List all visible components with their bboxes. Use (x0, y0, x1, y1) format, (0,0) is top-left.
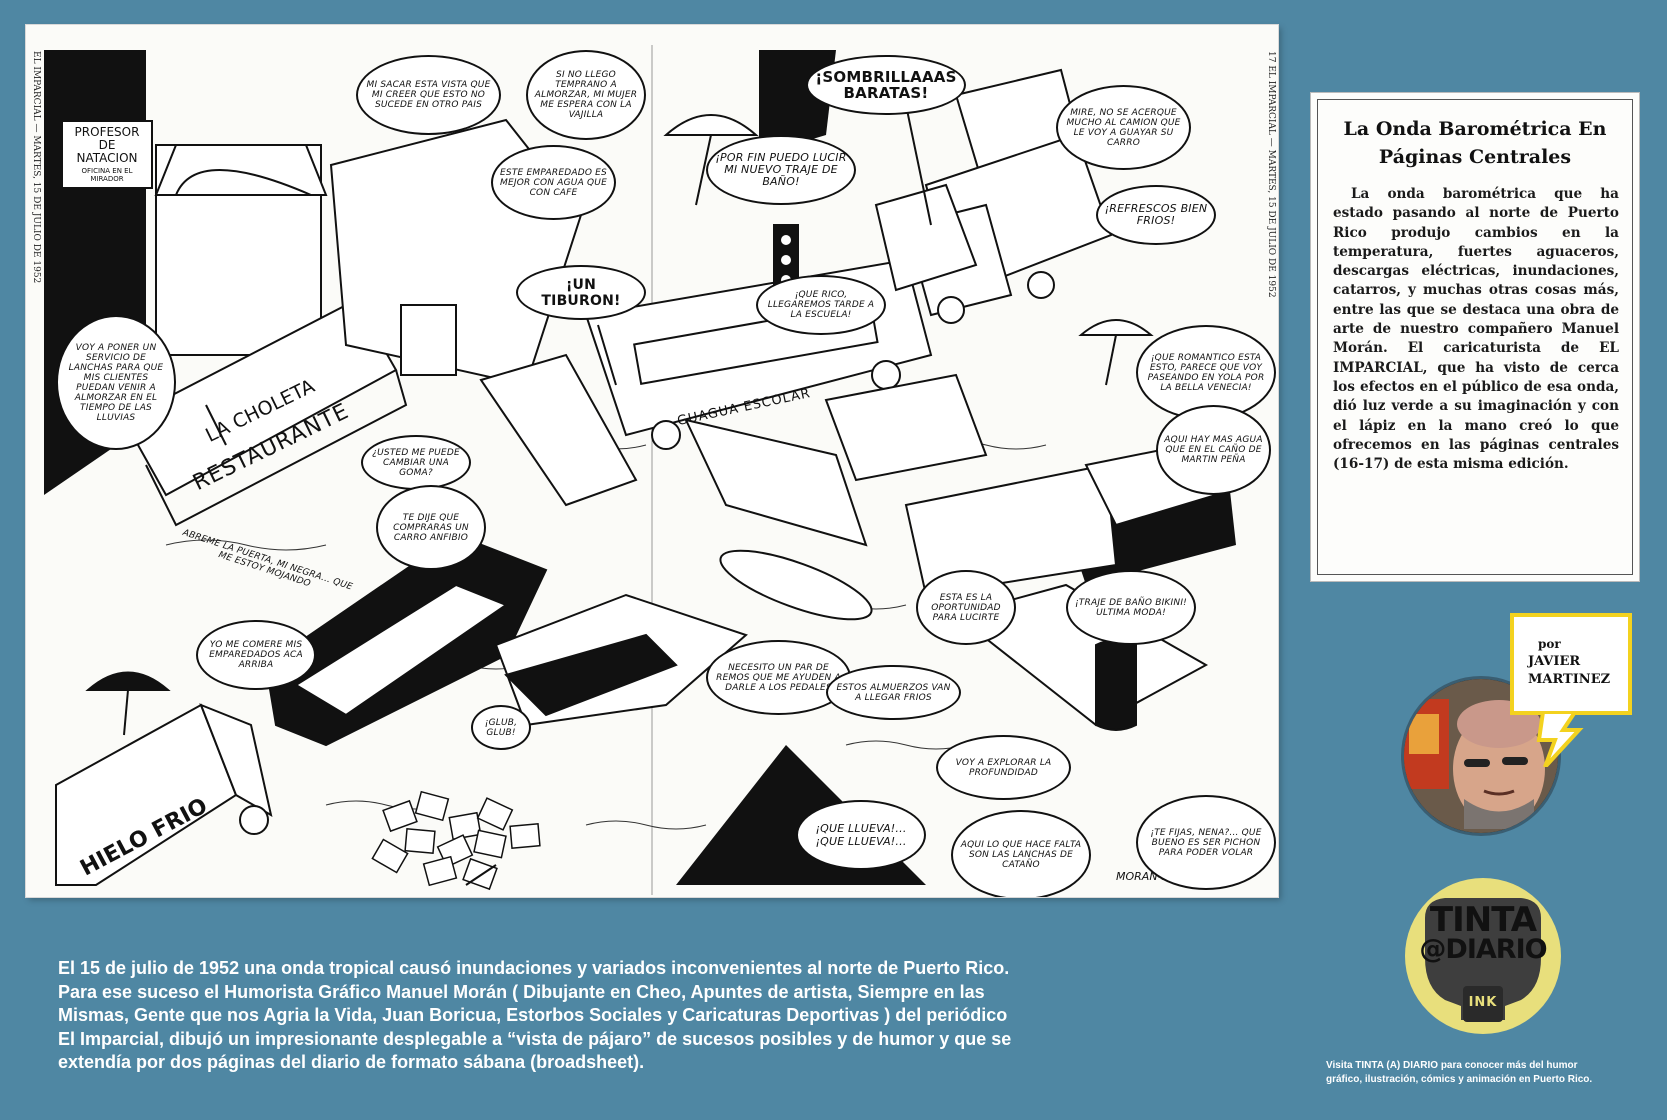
speech-bubble: MIRE, NO SE ACERQUE MUCHO AL CAMION QUE … (1056, 85, 1191, 170)
author-first-name: JAVIER (1528, 654, 1581, 669)
logo-line-2: @DIARIO (1419, 934, 1547, 965)
caption-line: extendía por dos páginas del diario de f… (58, 1052, 645, 1072)
speech-bubble: AQUI HAY MAS AGUA QUE EN EL CAÑO DE MART… (1156, 405, 1271, 495)
clipping-body: La onda barométrica que ha estado pasand… (1333, 186, 1619, 473)
speech-bubble: ¡POR FIN PUEDO LUCIR MI NUEVO TRAJE DE B… (706, 135, 856, 205)
speech-bubble: VOY A EXPLORAR LA PROFUNDIDAD (936, 735, 1071, 800)
speech-bubble: ESTOS ALMUERZOS VAN A LLEGAR FRIOS (826, 665, 961, 720)
ink-bottle-icon (1425, 898, 1541, 1022)
speech-bubble: NECESITO UN PAR DE REMOS QUE ME AYUDEN A… (706, 640, 851, 715)
tinta-diario-logo[interactable]: TINTA @DIARIO INK (1405, 878, 1561, 1034)
left-margin-header: EL IMPARCIAL — MARTES, 15 DE JULIO DE 19… (31, 51, 41, 284)
author-label: por JAVIER MARTINEZ (1510, 613, 1632, 715)
profesor-sign-subtitle: OFICINA EN EL MIRADOR (81, 167, 133, 183)
author-por: por (1538, 637, 1561, 651)
visit-line: gráfico, ilustración, cómics y animación… (1326, 1073, 1593, 1085)
right-margin-header: 17 EL IMPARCIAL — MARTES, 15 DE JULIO DE… (1266, 51, 1276, 298)
clipping-border (1317, 99, 1633, 575)
caption-line: El Imparcial, dibujó un impresionante de… (58, 1028, 1012, 1049)
caption-line: El 15 de julio de 1952 una onda tropical… (58, 958, 1010, 978)
author-portrait (1404, 679, 1558, 833)
author-last-name: MARTINEZ (1528, 672, 1611, 687)
speech-bubble: SI NO LLEGO TEMPRANO A ALMORZAR, MI MUJE… (526, 50, 646, 140)
speech-bubble: ¡QUE RICO, LLEGAREMOS TARDE A LA ESCUELA… (756, 275, 886, 335)
speech-bubble: ¡REFRESCOS BIEN FRIOS! (1096, 185, 1216, 245)
speech-bubble: ¡SOMBRILLAAAS BARATAS! (806, 55, 966, 115)
speech-bubble: ¿USTED ME PUEDE CAMBIAR UNA GOMA? (361, 435, 471, 490)
speech-bubble: ESTA ES LA OPORTUNIDAD PARA LUCIRTE (916, 570, 1016, 645)
speech-bubble: ¡QUE LLUEVA!... ¡QUE LLUEVA!... (796, 800, 926, 870)
lightning-tail-icon (1536, 712, 1584, 767)
caption-line: Mismas, Gente que nos Agria la Vida, Jua… (58, 1005, 1008, 1025)
speech-bubble: ¡QUE ROMANTICO ESTA ESTO, PARECE QUE VOY… (1136, 325, 1276, 420)
caption-line: Para ese suceso el Humorista Gráfico Man… (58, 981, 985, 1002)
profesor-sign-title: PROFESOR DE NATACION (74, 125, 140, 165)
speech-bubble: ¡GLUB, GLUB! (471, 705, 531, 750)
speech-bubble: ¡TE FIJAS, NENA?... QUE BUENO ES SER PIC… (1136, 795, 1276, 890)
cartoon-spread: EL IMPARCIAL — MARTES, 15 DE JULIO DE 19… (26, 25, 1278, 897)
speech-bubble: ¡UN TIBURON! (516, 265, 646, 320)
visit-line: Visita TINTA (A) DIARIO para conocer más… (1326, 1060, 1578, 1071)
speech-bubble: TE DIJE QUE COMPRARAS UN CARRO ANFIBIO (376, 485, 486, 570)
visit-note: Visita TINTA (A) DIARIO para conocer más… (1326, 1059, 1666, 1086)
speech-bubble: ¡TRAJE DE BAÑO BIKINI! ULTIMA MODA! (1066, 570, 1196, 645)
profesor-sign: PROFESOR DE NATACION OFICINA EN EL MIRAD… (61, 120, 153, 189)
speech-bubble: ESTE EMPAREDADO ES MEJOR CON AGUA QUE CO… (491, 145, 616, 220)
caption: El 15 de julio de 1952 una onda tropical… (58, 957, 1248, 1075)
speech-bubble: VOY A PONER UN SERVICIO DE LANCHAS PARA … (56, 315, 176, 450)
clipping-title: La Onda Barométrica En Páginas Centrales (1343, 118, 1607, 168)
speech-bubble: AQUI LO QUE HACE FALTA SON LAS LANCHAS D… (951, 810, 1091, 897)
logo-ink-label: INK (1468, 995, 1498, 1010)
speech-bubble: YO ME COMERE MIS EMPAREDADOS ACA ARRIBA (196, 620, 316, 690)
logo-line-1: TINTA (1429, 900, 1537, 940)
speech-bubble: MI SACAR ESTA VISTA QUE MI CREER QUE EST… (356, 55, 501, 135)
newspaper-clipping: La Onda Barométrica En Páginas Centrales… (1310, 92, 1640, 582)
